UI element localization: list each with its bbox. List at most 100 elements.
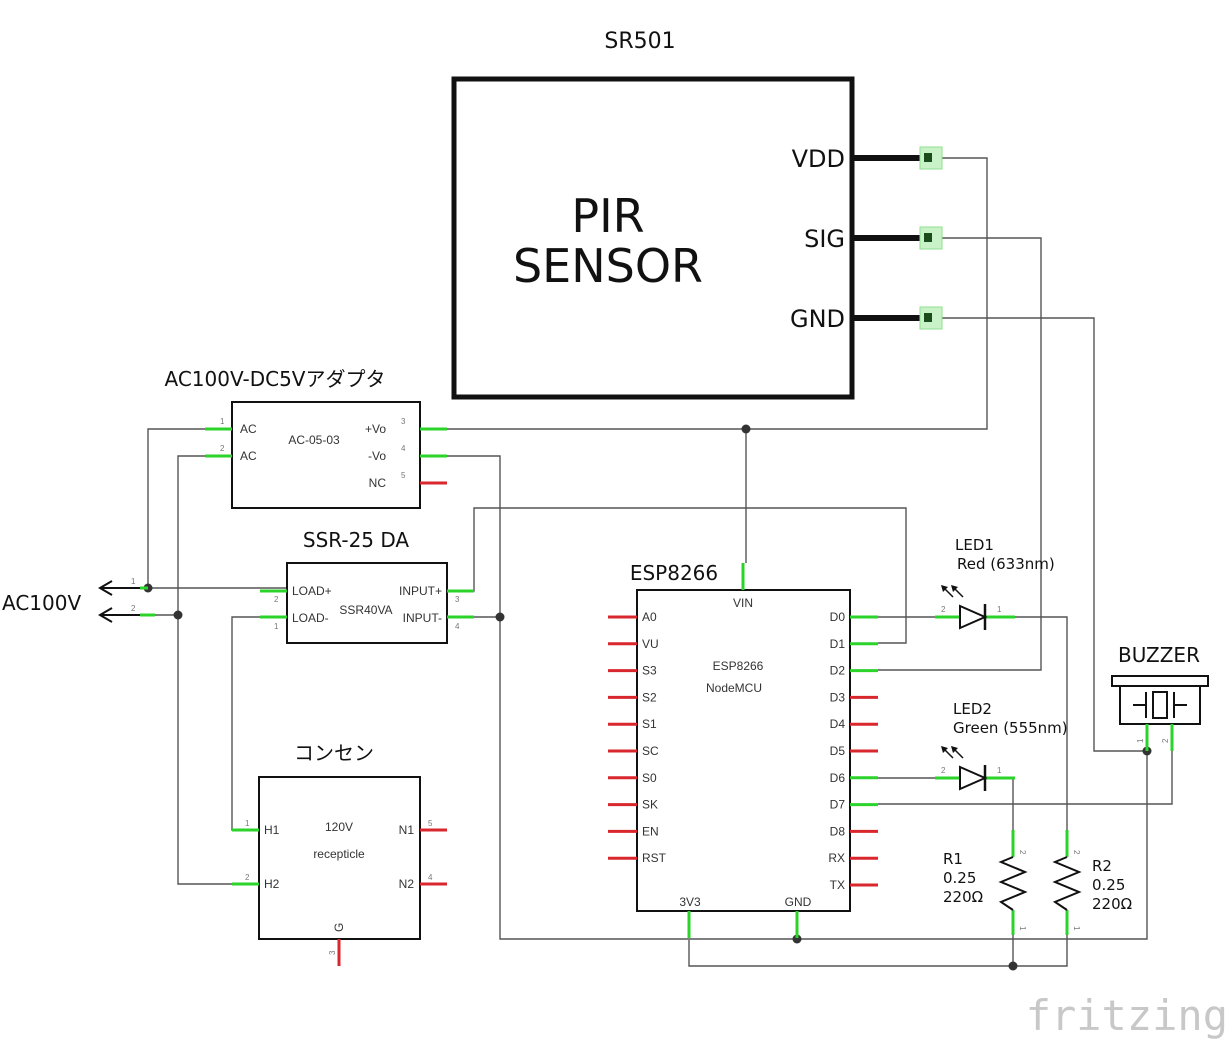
r2-value: 220Ω: [1092, 895, 1132, 913]
led1-pin-num: 2: [941, 605, 946, 614]
esp-pin-d5: D5: [830, 744, 846, 758]
outlet-pin-label: N1: [399, 823, 415, 837]
ssr-relay[interactable]: SSR-25 DA SSR40VA 2 1 LOAD+ LOAD- 3 4 IN…: [260, 528, 474, 644]
ac-pin-num: 1: [131, 577, 136, 586]
r1-power: 0.25: [943, 869, 976, 887]
outlet-line2: recepticle: [313, 847, 365, 861]
esp-line2: NodeMCU: [706, 681, 762, 695]
outlet-line1: 120V: [325, 820, 353, 834]
ssr-pin-num: 3: [455, 595, 460, 604]
esp-pin-vu: VU: [642, 637, 659, 651]
led1-desc: Red (633nm): [957, 555, 1055, 573]
outlet-pin-label: N2: [399, 877, 415, 891]
adapter-pin-num: 5: [401, 471, 406, 480]
esp-pin-s3: S3: [642, 664, 657, 678]
sensor-body-line1: PIR: [571, 189, 644, 243]
esp-pin-tx: TX: [830, 878, 845, 892]
adapter[interactable]: AC100V-DC5Vアダプタ AC-05-03 1 2 AC AC 3 4 5…: [165, 367, 447, 509]
esp8266-board[interactable]: ESP8266 ESP8266 NodeMCU VIN 3V3 GND A0VU…: [608, 561, 878, 938]
outlet-pin-num: 3: [328, 950, 337, 955]
outlet[interactable]: コンセン 120V recepticle 1 2 H1 H2 5 4 N1 N2…: [232, 741, 447, 966]
led2-name: LED2: [953, 700, 992, 718]
esp-pin-s2: S2: [642, 690, 657, 704]
ssr-pin-num: 2: [274, 595, 279, 604]
led1[interactable]: LED1 Red (633nm) 2 1: [935, 536, 1055, 630]
led1-name: LED1: [955, 536, 994, 554]
esp-title: ESP8266: [630, 561, 718, 585]
esp-pin-sc: SC: [642, 744, 659, 758]
ac-pin-num: 2: [131, 604, 136, 613]
sensor-pin-gnd: GND: [790, 305, 845, 333]
esp-pin-d6: D6: [830, 771, 846, 785]
esp-pin-d1: D1: [830, 637, 846, 651]
esp-pin-s0: S0: [642, 771, 657, 785]
adapter-pin-label: AC: [240, 449, 257, 463]
r1-value: 220Ω: [943, 888, 983, 906]
esp-pin-d8: D8: [830, 824, 846, 838]
esp-pin-en: EN: [642, 824, 659, 838]
esp-pin-d7: D7: [830, 798, 846, 812]
led2[interactable]: LED2 Green (555nm) 2 1: [935, 700, 1068, 791]
ssr-pin-label: LOAD-: [292, 611, 329, 625]
buzzer-title: BUZZER: [1118, 643, 1200, 667]
r1-pin-num: 2: [1018, 850, 1027, 855]
adapter-pin-num: 2: [220, 444, 225, 453]
adapter-pin-label: AC: [240, 422, 257, 436]
esp-pin-d3: D3: [830, 690, 846, 704]
esp-pin-s1: S1: [642, 717, 657, 731]
adapter-pin-label: +Vo: [365, 422, 386, 436]
r2-pin-num: 1: [1072, 926, 1081, 931]
esp-pin-sk: SK: [642, 798, 658, 812]
esp-pin-d4: D4: [830, 717, 846, 731]
ssr-part: SSR40VA: [339, 603, 392, 617]
buzzer-pin-num: 1: [1136, 738, 1145, 743]
resistor-r2[interactable]: 2 1 R2 0.25 220Ω: [1052, 830, 1132, 935]
adapter-title: AC100V-DC5Vアダプタ: [165, 367, 386, 391]
outlet-pin-num: 4: [428, 873, 433, 882]
adapter-pin-num: 4: [401, 444, 406, 453]
r1-pin-num: 1: [1018, 926, 1027, 931]
esp-line1: ESP8266: [713, 659, 764, 673]
adapter-pin-num: 1: [220, 417, 225, 426]
adapter-part: AC-05-03: [288, 433, 340, 447]
outlet-pin-num: 2: [245, 873, 250, 882]
resistor-r1[interactable]: 2 1 R1 0.25 220Ω: [943, 830, 1028, 935]
led2-pin-num: 1: [997, 766, 1002, 775]
fritzing-logo: fritzing: [1026, 991, 1228, 1040]
ssr-pin-label: INPUT+: [399, 584, 442, 598]
sensor-body-line2: SENSOR: [513, 239, 703, 293]
outlet-pin-num: 5: [428, 819, 433, 828]
esp-pin-gnd: GND: [785, 895, 812, 909]
buzzer[interactable]: BUZZER 1 2: [1111, 643, 1209, 751]
wires: [112, 157, 1173, 967]
ssr-pin-label: LOAD+: [292, 584, 332, 598]
r2-pin-num: 2: [1072, 850, 1081, 855]
esp-pin-3v3: 3V3: [679, 895, 701, 909]
ac-input[interactable]: AC100V 1 2: [2, 577, 155, 623]
r2-name: R2: [1092, 857, 1112, 875]
esp-pin-rst: RST: [642, 851, 667, 865]
sensor-pin-sig: SIG: [804, 225, 845, 253]
led1-pin-num: 1: [997, 605, 1002, 614]
adapter-pin-label: NC: [369, 476, 387, 490]
outlet-pin-label: G: [332, 923, 346, 932]
ssr-title: SSR-25 DA: [303, 528, 410, 552]
ac-label: AC100V: [2, 591, 81, 615]
esp-pin-a0: A0: [642, 610, 657, 624]
sensor-title: SR501: [604, 29, 675, 54]
esp-pin-rx: RX: [828, 851, 845, 865]
r1-name: R1: [943, 850, 963, 868]
outlet-pin-label: H2: [264, 877, 280, 891]
outlet-pin-num: 1: [245, 819, 250, 828]
outlet-title: コンセン: [294, 741, 374, 765]
pir-sensor[interactable]: SR501 PIR SENSOR VDD SIG GND: [451, 29, 943, 400]
ssr-pin-num: 4: [455, 622, 460, 631]
led2-desc: Green (555nm): [953, 719, 1068, 737]
r2-power: 0.25: [1092, 876, 1125, 894]
buzzer-pin-num: 2: [1161, 738, 1170, 743]
esp-pin-d0: D0: [830, 610, 846, 624]
esp-pin-d2: D2: [830, 664, 846, 678]
ssr-pin-num: 1: [274, 622, 279, 631]
